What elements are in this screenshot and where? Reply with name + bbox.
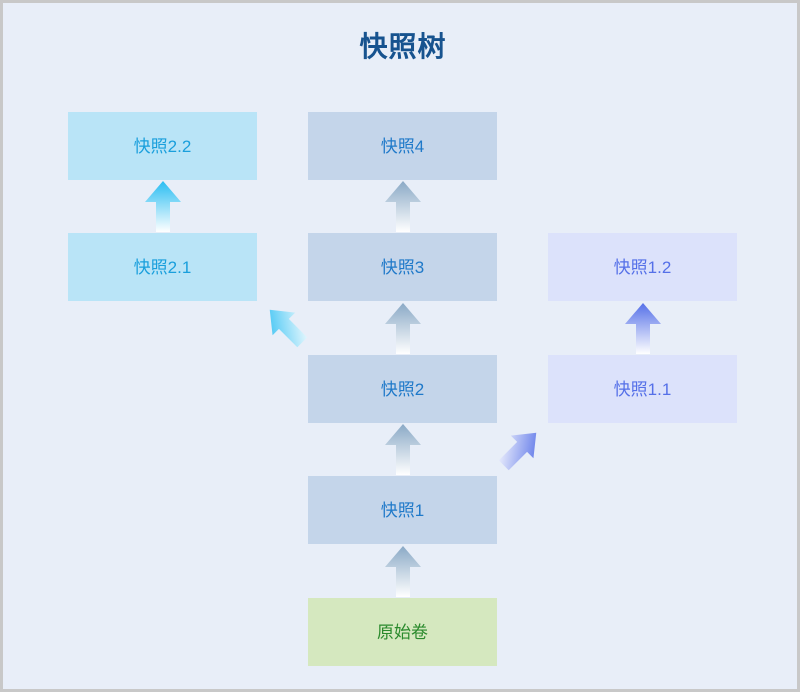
node-snapshot-2[interactable]: 快照2 <box>308 355 497 423</box>
node-label: 快照1.1 <box>613 379 672 399</box>
node-snapshot-2-2[interactable]: 快照2.2 <box>68 112 257 180</box>
edge-2-to-3 <box>383 302 423 355</box>
edge-1-to-1-1 <box>492 421 548 477</box>
node-snapshot-4[interactable]: 快照4 <box>308 112 497 180</box>
node-snapshot-2-1[interactable]: 快照2.1 <box>68 233 257 301</box>
edge-origin-to-1 <box>383 545 423 598</box>
node-label: 快照2 <box>380 379 425 399</box>
node-snapshot-1-1[interactable]: 快照1.1 <box>548 355 737 423</box>
node-label: 原始卷 <box>377 622 428 642</box>
node-label: 快照1.2 <box>613 257 672 277</box>
edge-2-to-2-1 <box>258 298 314 354</box>
page-title: 快照树 <box>359 31 447 62</box>
edge-1-to-2 <box>383 423 423 476</box>
node-snapshot-1[interactable]: 快照1 <box>308 476 497 544</box>
node-origin-volume[interactable]: 原始卷 <box>308 598 497 666</box>
node-label: 快照2.2 <box>133 136 192 156</box>
node-label: 快照2.1 <box>133 257 192 277</box>
edge-2-1-to-2-2 <box>143 180 183 233</box>
edge-1-1-to-1-2 <box>623 302 663 355</box>
node-label: 快照4 <box>380 136 425 156</box>
edge-3-to-4 <box>383 180 423 233</box>
node-snapshot-1-2[interactable]: 快照1.2 <box>548 233 737 301</box>
node-label: 快照1 <box>380 500 425 520</box>
node-label: 快照3 <box>380 257 425 277</box>
node-snapshot-3[interactable]: 快照3 <box>308 233 497 301</box>
